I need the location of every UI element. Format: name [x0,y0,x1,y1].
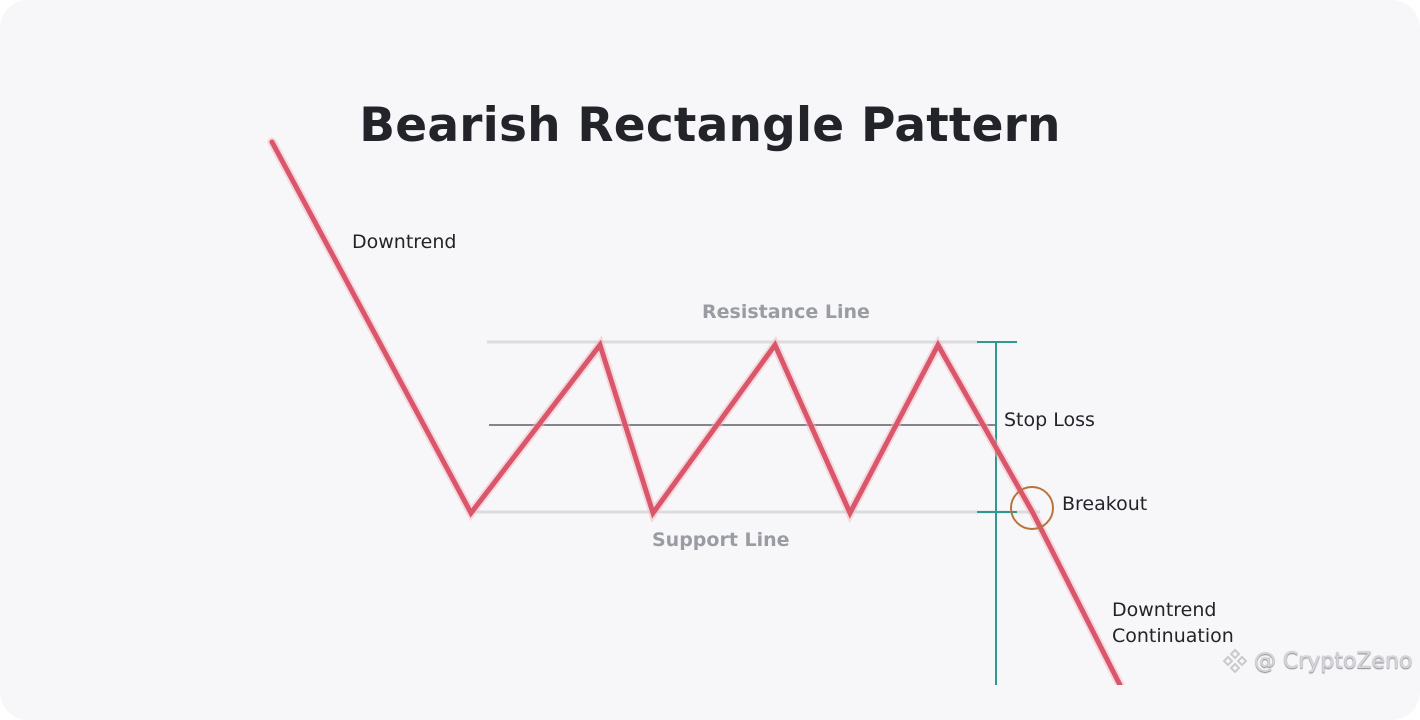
pattern-diagram [267,137,1125,685]
watermark: @ CryptoZeno [1220,646,1412,676]
binance-diamond-icon [1222,648,1248,674]
breakout-label: Breakout [1062,493,1148,515]
support-line-label: Support Line [652,529,790,551]
price-path-glow [267,137,1125,685]
price-path [269,139,1123,685]
continuation-label-line1: Downtrend [1112,599,1217,621]
breakout-circle [1010,486,1054,530]
page-title: Bearish Rectangle Pattern [359,98,1061,153]
continuation-label-line2: Continuation [1112,625,1234,647]
resistance-line-label: Resistance Line [702,301,870,323]
stop-loss-label: Stop Loss [1004,409,1095,431]
downtrend-label: Downtrend [352,231,457,253]
watermark-text: @ CryptoZeno [1254,648,1413,674]
